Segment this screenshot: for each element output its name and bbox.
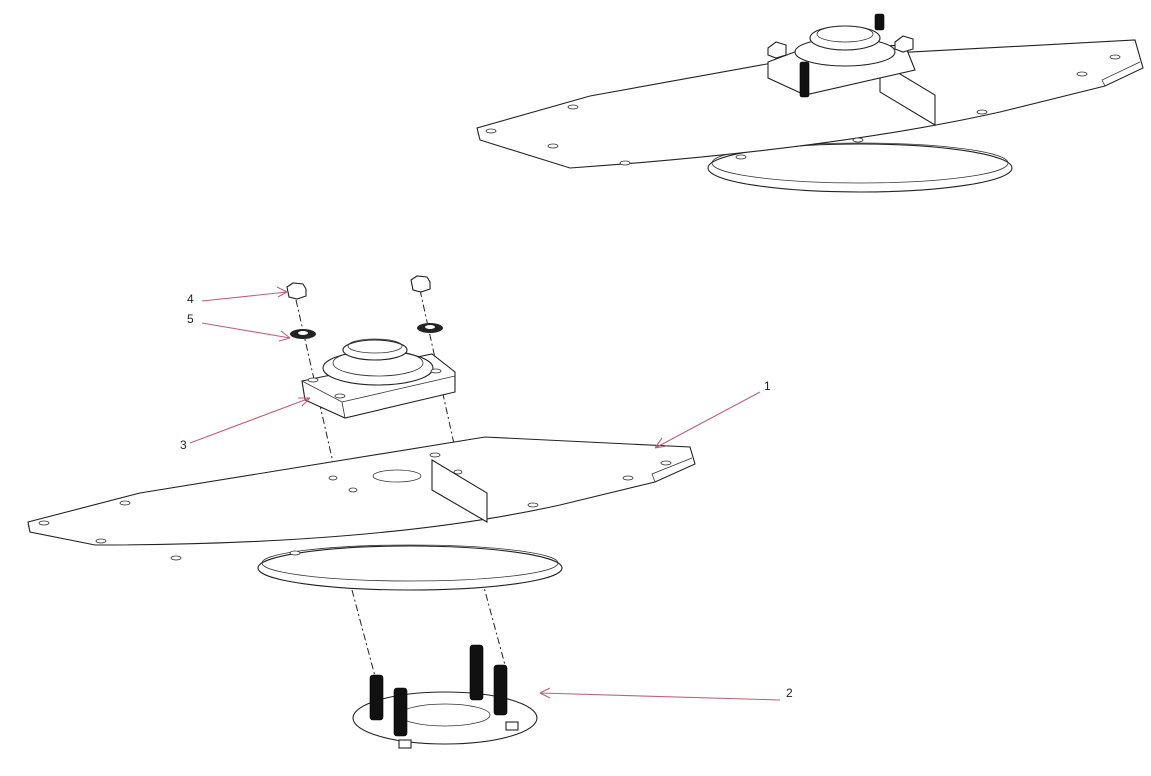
callouts: 1 2 3 4 5 xyxy=(180,286,793,701)
callout-5: 5 xyxy=(187,312,291,342)
axis-line-left-lower xyxy=(351,589,377,681)
callout-label-4: 4 xyxy=(187,292,194,306)
callout-label-3: 3 xyxy=(180,438,187,452)
plate-part-1 xyxy=(27,436,696,546)
plate-center-hole xyxy=(372,469,422,483)
nut-part-4 xyxy=(286,275,431,300)
callout-label-1: 1 xyxy=(764,379,771,393)
assembled-bracket xyxy=(879,61,936,126)
assembled-plate-holes xyxy=(485,54,1121,166)
callout-3: 3 xyxy=(180,397,311,452)
bearing-part-3 xyxy=(301,338,456,419)
callout-4: 4 xyxy=(187,286,288,306)
plate-holes xyxy=(38,452,672,561)
axis-line-right-upper xyxy=(419,289,463,481)
washer-part-5 xyxy=(290,323,443,339)
assembled-bearing xyxy=(767,13,916,98)
callout-2: 2 xyxy=(539,686,793,701)
exploded-view xyxy=(27,275,696,749)
stud-plate-part-2 xyxy=(352,644,538,749)
callout-1: 1 xyxy=(654,379,771,449)
plate-bracket xyxy=(431,459,488,523)
assembled-view xyxy=(476,13,1144,193)
exploded-disk xyxy=(257,545,563,591)
callout-label-2: 2 xyxy=(786,686,793,700)
callout-label-5: 5 xyxy=(187,312,194,326)
